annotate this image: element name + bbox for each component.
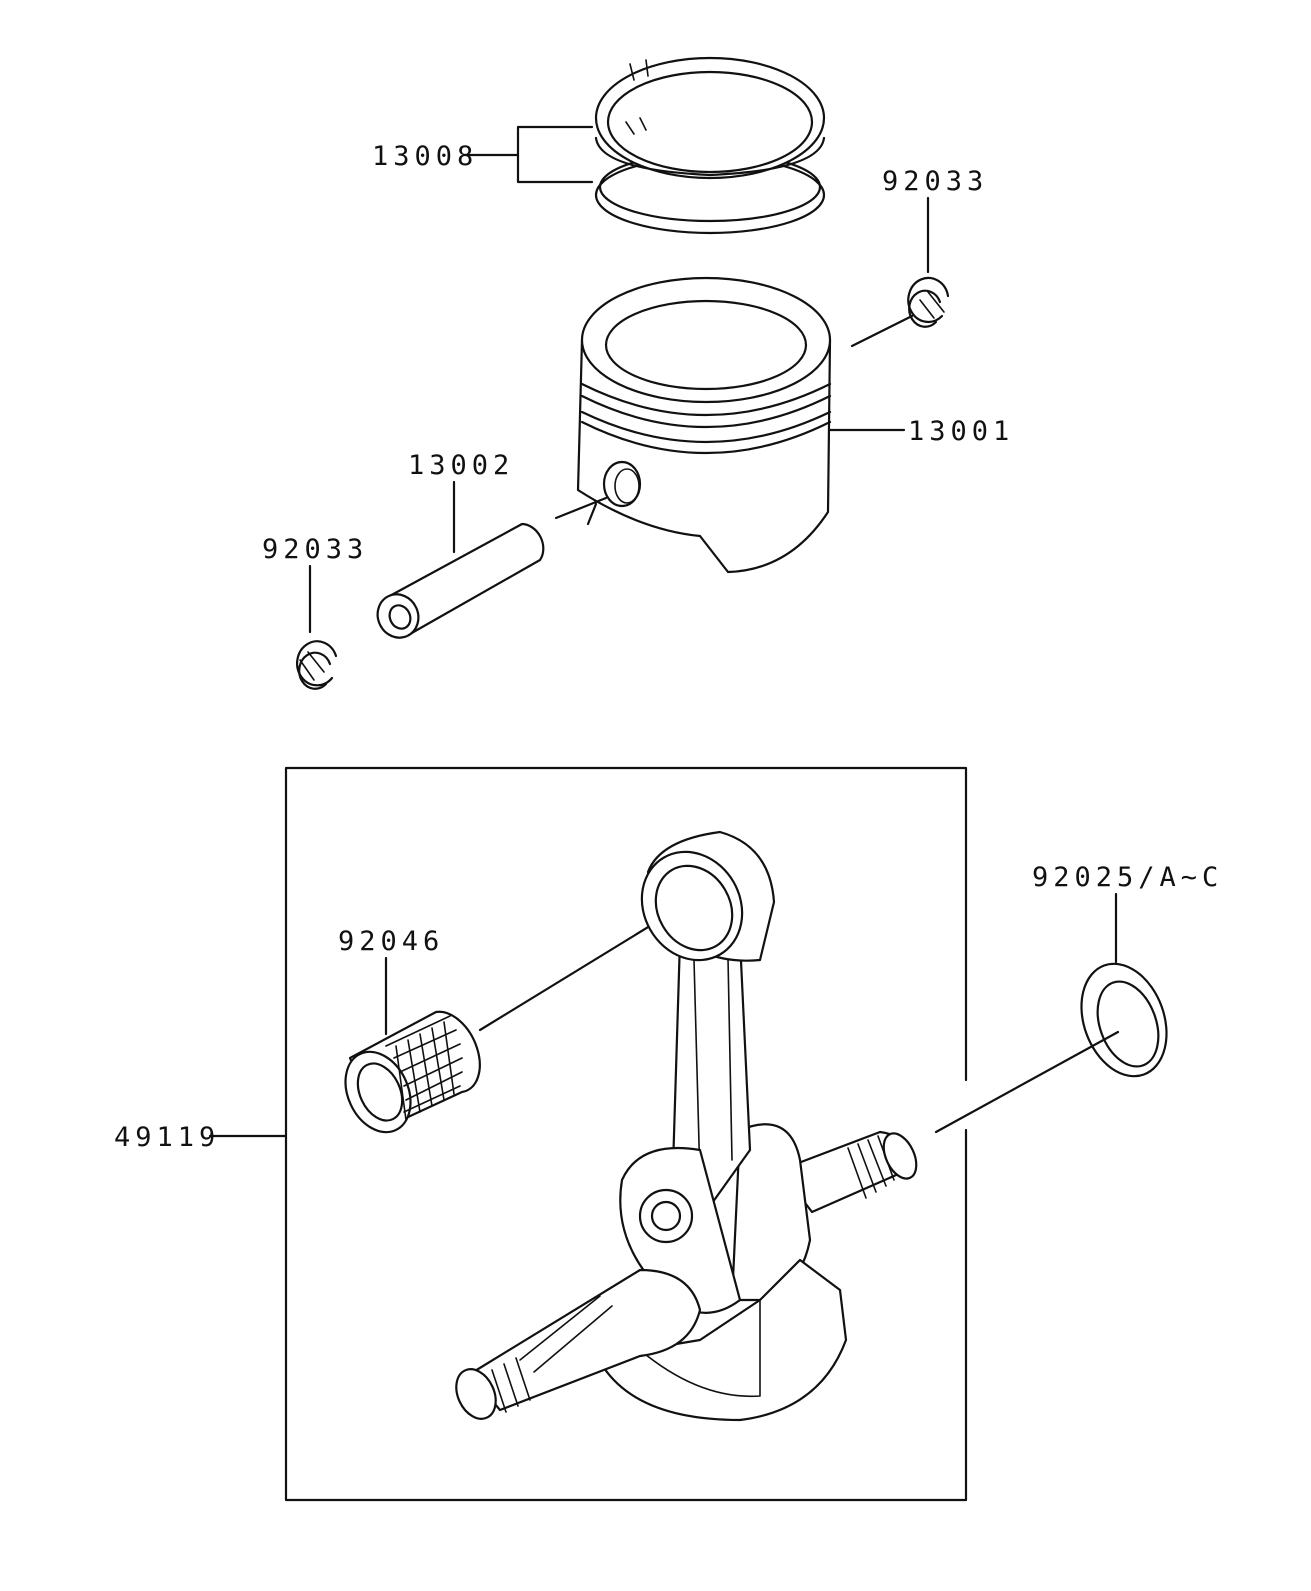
circlip-left xyxy=(296,640,338,690)
leader-13002 xyxy=(452,480,608,554)
leader-92033-top xyxy=(850,196,930,348)
crankshaft xyxy=(455,830,918,1422)
label-13008: 13008 xyxy=(372,141,478,172)
leader-92046 xyxy=(384,908,678,1036)
label-92033-top: 92033 xyxy=(882,166,988,197)
piston-pin xyxy=(376,522,545,639)
needle-bearing xyxy=(344,1010,481,1134)
circlip-top xyxy=(907,276,950,328)
label-13002: 13002 xyxy=(408,450,514,481)
piston-rings xyxy=(594,56,826,235)
label-49119: 49119 xyxy=(114,1122,220,1153)
label-92046: 92046 xyxy=(338,926,444,957)
piston xyxy=(576,276,832,574)
shim-washer xyxy=(1080,962,1168,1078)
label-92025: 92025/A~C xyxy=(1032,862,1223,893)
label-13001: 13001 xyxy=(908,416,1014,447)
leader-13008 xyxy=(464,125,594,184)
crankshaft-assembly-frame xyxy=(284,766,968,1502)
label-92033-left: 92033 xyxy=(262,534,368,565)
leader-92025 xyxy=(934,892,1120,1134)
